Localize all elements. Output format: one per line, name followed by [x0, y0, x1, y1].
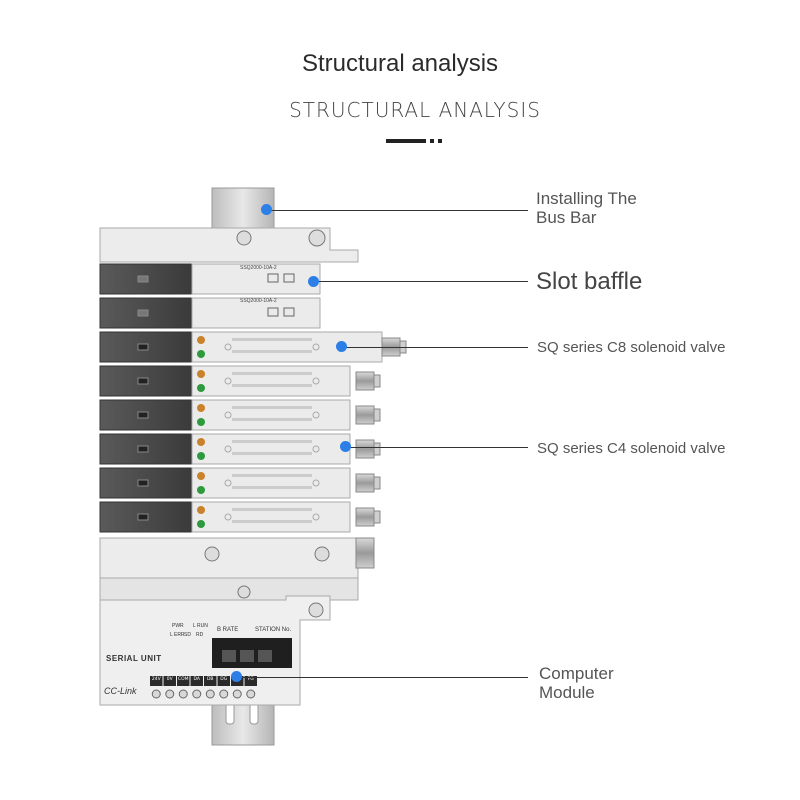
terminal-4: [204, 676, 217, 686]
sd-label: SD: [184, 632, 191, 638]
terminal-label: DG: [220, 677, 228, 682]
callout-dot-c4: [340, 441, 351, 452]
terminal-screw-1: [165, 689, 175, 699]
terminal-2: [177, 676, 190, 686]
terminal-screw-0: [151, 689, 161, 699]
solenoid-valve-station: [99, 433, 381, 465]
callout-dot-slot-baffle: [308, 276, 319, 287]
leader-line-c8: [345, 347, 528, 348]
baffle-part-text-1: SSQ2000-10A-2: [240, 265, 277, 271]
terminal-7: [244, 676, 257, 686]
callout-dot-bus-bar: [261, 204, 272, 215]
callout-c8-valve: SQ series C8 solenoid valve: [537, 339, 726, 356]
rd-label: RD: [196, 632, 204, 638]
callout-computer-line2: Module: [539, 683, 595, 702]
terminal-screw-6: [232, 689, 242, 699]
title-underline-dot-2: [438, 139, 442, 143]
solenoid-valve-station: [99, 467, 381, 499]
leader-line-slot-baffle: [318, 281, 528, 282]
callout-slot-baffle: Slot baffle: [536, 268, 643, 295]
solenoid-valve-station: [99, 501, 381, 533]
callout-computer-line1: Computer: [539, 664, 614, 683]
valve-stations: [99, 263, 407, 533]
solenoid-valve-station: [99, 399, 381, 431]
terminal-5: [217, 676, 230, 686]
page-subtitle: STRUCTURAL ANALYSIS: [289, 98, 541, 122]
callout-dot-computer: [231, 671, 242, 682]
serial-unit-label: SERIAL UNIT: [106, 654, 162, 663]
terminal-screw-3: [192, 689, 202, 699]
cclink-logo-text: CC-Link: [104, 686, 137, 696]
terminal-screw-2: [178, 689, 188, 699]
terminal-label: 24V: [151, 677, 161, 682]
terminal-screw-4: [205, 689, 215, 699]
page-title: Structural analysis: [301, 50, 499, 77]
callout-bus-bar-line2: Bus Bar: [536, 208, 597, 227]
terminal-label: 0V: [166, 677, 173, 682]
lower-end-plate: [99, 537, 375, 601]
title-underline-bar: [386, 139, 426, 143]
slot-baffle-station: [99, 297, 321, 329]
run-label: L RUN: [193, 623, 208, 629]
callout-dot-c8: [336, 341, 347, 352]
top-end-plate: [99, 227, 359, 263]
pwr-label: PWR: [172, 623, 184, 629]
solenoid-valve-station: [99, 331, 407, 363]
station-label: STATION No.: [255, 627, 292, 633]
err-label: L ERR: [170, 632, 185, 638]
terminal-label: DB: [206, 677, 214, 682]
solenoid-valve-station: [99, 365, 381, 397]
terminal-1: [163, 676, 176, 686]
leader-line-c4: [350, 447, 528, 448]
terminal-3: [190, 676, 203, 686]
terminal-label: COM: [177, 677, 189, 682]
callout-c4-valve: SQ series C4 solenoid valve: [537, 440, 726, 457]
slot-baffle-station: [99, 263, 321, 295]
b-rate-label: B RATE: [217, 627, 239, 633]
terminal-label: FG: [247, 677, 254, 682]
callout-bus-bar-line1: Installing The: [536, 189, 637, 208]
terminal-screw-5: [219, 689, 229, 699]
leader-line-computer: [240, 677, 528, 678]
title-underline-dot-1: [430, 139, 434, 143]
callout-bus-bar: Installing The Bus Bar: [536, 189, 637, 227]
baffle-part-text-2: SSQ2000-10A-2: [240, 298, 277, 304]
leader-line-bus-bar: [270, 210, 528, 211]
terminal-label: DA: [193, 677, 200, 682]
callout-computer-module: Computer Module: [539, 664, 614, 702]
terminal-0: [150, 676, 163, 686]
terminal-screw-7: [246, 689, 256, 699]
